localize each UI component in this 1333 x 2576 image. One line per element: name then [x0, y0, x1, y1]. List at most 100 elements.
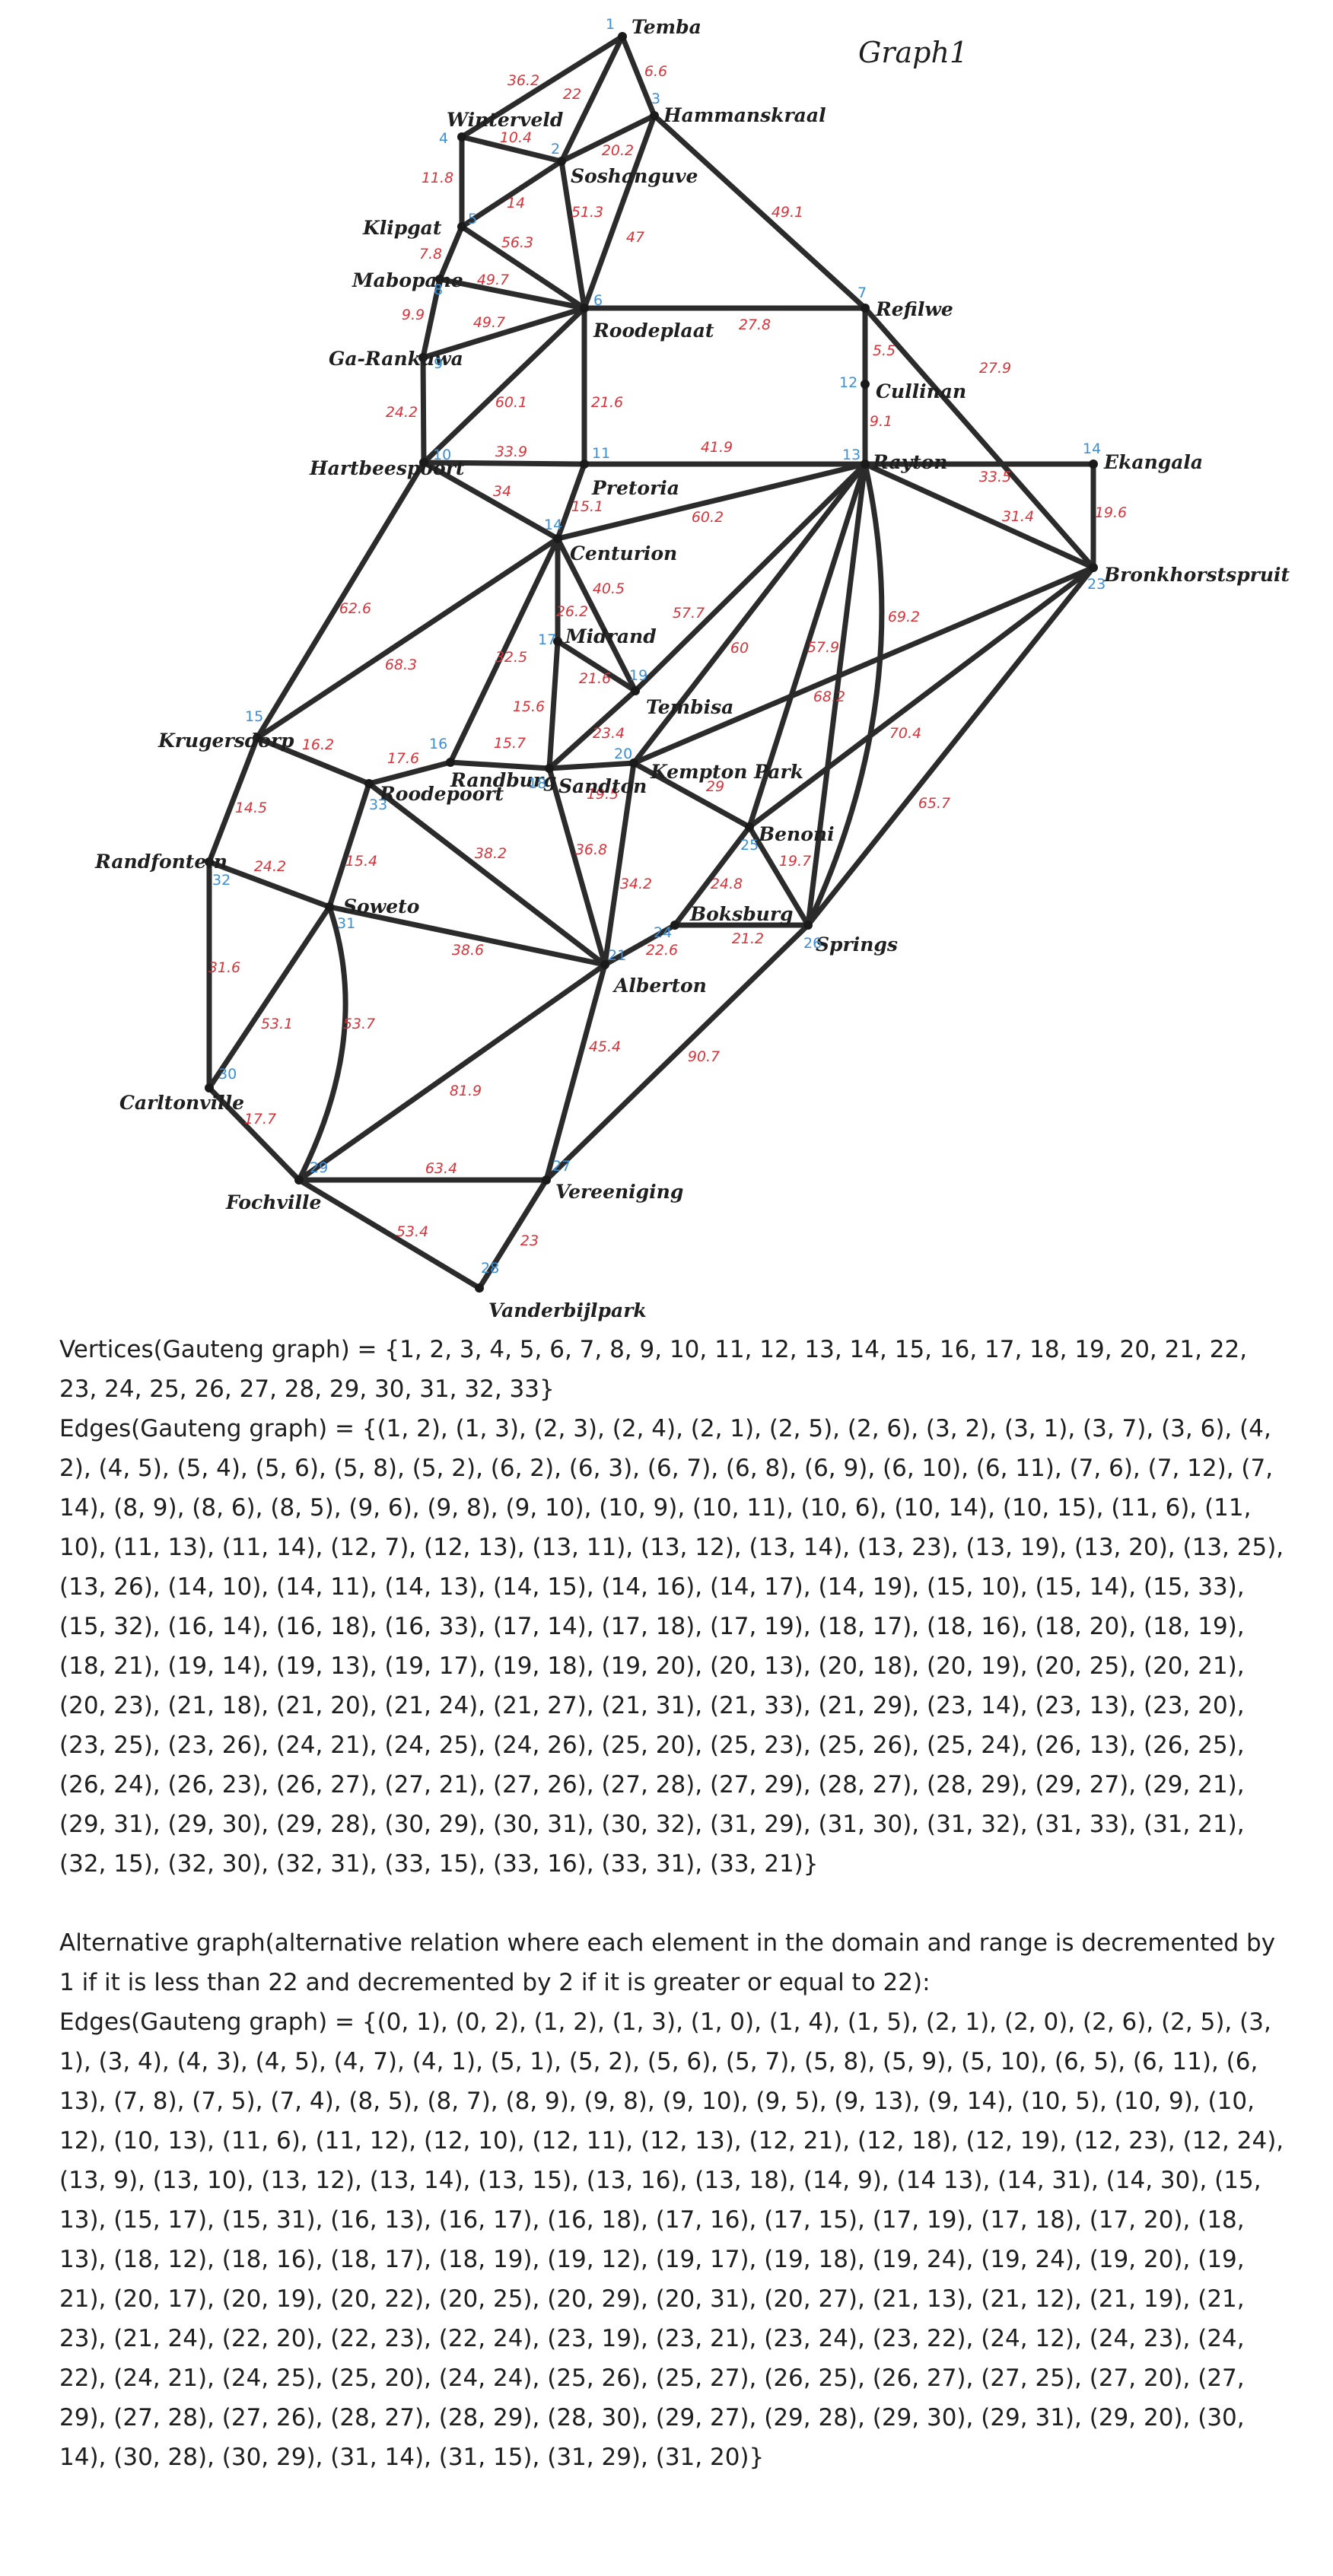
edge-benoni-springs: [746, 824, 811, 928]
vertex-dot: [650, 111, 659, 120]
vertex-dot: [861, 304, 870, 313]
vertex-name-label: Vereeniging: [555, 1181, 683, 1203]
edge-weight-label: 56.3: [501, 234, 533, 251]
edge-weight-label: 15.1: [571, 498, 603, 515]
vertex-dot: [629, 758, 638, 768]
edge-hammanskraal-roodeplaat: [581, 113, 657, 311]
vertex-id-label: 18: [528, 775, 546, 792]
vertex-name-label: Ga-Rankuwa: [329, 348, 463, 370]
edge-weight-label: 15.6: [513, 698, 545, 715]
vertex-dot: [364, 779, 374, 788]
edge-rayton-bronkhorstspruit: [862, 461, 1096, 571]
edge-temba-winterveld: [459, 33, 625, 140]
vertex-dot: [475, 1283, 484, 1293]
edge-weight-label: 45.4: [589, 1038, 621, 1055]
vertex-dot: [557, 157, 566, 166]
edge-roodepoort-randburg: [366, 759, 453, 787]
vertex-id-label: 33: [369, 797, 387, 813]
edge-weight-label: 10.4: [500, 129, 532, 146]
edge-weight-label: 57.7: [673, 605, 705, 622]
edge-weight-label: 68.3: [385, 657, 417, 673]
vertex-dot: [457, 132, 466, 142]
edge-weight-label: 51.3: [571, 204, 603, 221]
edge-roodepoort-soweto: [326, 781, 372, 910]
edge-winterveld-soshanguve: [459, 134, 565, 164]
edge-klipgat-roodeplaat: [459, 224, 587, 311]
vertex-name-label: Winterveld: [447, 109, 563, 131]
vertices-layer: Temba1Hammanskraal3Winterveld4Soshanguve…: [94, 16, 1290, 1321]
edge-weight-label: 14.5: [235, 800, 267, 816]
edge-weight-label: 62.6: [339, 600, 371, 617]
edge-weight-label: 34.2: [620, 876, 652, 892]
edge-fochville-vanderbijlpark: [296, 1177, 482, 1291]
vertex-dot: [600, 960, 609, 969]
edge-weight-label: 23.4: [593, 725, 625, 742]
edge-soshanguve-klipgat: [459, 158, 565, 230]
vertex-id-label: 9: [434, 355, 443, 372]
edge-weight-label: 31.4: [1002, 508, 1034, 525]
edge-hartbeespoort-roodeplaat: [421, 305, 587, 466]
vertex-dot: [457, 222, 466, 231]
vertex-name-label: Tembisa: [646, 696, 733, 718]
vertex-dot: [553, 534, 562, 543]
edge-weight-label: 26.2: [556, 603, 588, 620]
vertex-id-label: 14: [544, 517, 562, 533]
edge-hammanskraal-refilwe: [651, 113, 868, 311]
vertex-id-label: 12: [839, 374, 857, 391]
edge-weight-label: 70.4: [889, 725, 921, 742]
edge-weight-label: 23: [520, 1232, 539, 1249]
edge-weight-label: 9.9: [402, 307, 425, 323]
edge-rayton-springs-curved: [805, 461, 885, 928]
edge-centurion-rayton: [555, 461, 868, 542]
edge-centurion-randburg: [447, 536, 561, 765]
edge-weight-label: 6.6: [644, 63, 667, 80]
edge-sandton-alberton: [546, 765, 608, 968]
vertex-name-label: Pretoria: [591, 477, 679, 499]
edge-weight-label: 81.9: [450, 1083, 482, 1099]
vertex-name-label: Midrand: [565, 625, 657, 647]
edge-weight-label: 24.8: [711, 876, 743, 892]
vertex-name-label: Boksburg: [689, 903, 794, 925]
edge-benoni-boksburg: [672, 824, 752, 928]
vertex-dot: [861, 380, 870, 389]
vertex-id-label: 5: [468, 211, 477, 227]
edge-midrand-tembisa: [555, 638, 638, 694]
vertex-id-label: 25: [740, 837, 759, 854]
vertex-tembisa: Tembisa 19: [629, 667, 733, 718]
edge-centurion-krugersdorp: [254, 536, 561, 741]
edge-weight-label: 41.9: [701, 439, 733, 456]
vertex-name-label: Randfontein: [94, 851, 227, 873]
edge-hartbeespoort-pretoria: [421, 460, 587, 467]
vertex-dot: [670, 921, 679, 930]
edge-springs-vereeniging: [543, 922, 811, 1183]
vertex-id-label: 30: [218, 1066, 237, 1083]
vertex-dot: [1089, 563, 1098, 572]
edge-weight-label: 53.1: [261, 1016, 293, 1032]
edge-kempton-park-rayton: [631, 461, 868, 766]
edge-alberton-fochville: [296, 962, 608, 1183]
edge-vereeniging-vanderbijlpark: [476, 1177, 549, 1291]
edge-weight-label: 15.4: [345, 853, 377, 870]
alternative-graph-description: Alternative graph(alternative relation w…: [59, 1929, 1276, 1996]
vertex-id-label: 29: [310, 1159, 328, 1176]
vertex-name-label: Cullinan: [876, 380, 966, 402]
vertex-dot: [205, 1083, 214, 1092]
vertex-dot: [205, 857, 214, 867]
edge-alberton-vereeniging: [543, 962, 608, 1183]
vertex-name-label: Hartbeespoort: [309, 457, 465, 479]
vertex-id-label: 19: [629, 667, 647, 684]
vertex-name-label: Roodeplaat: [593, 320, 714, 342]
edge-temba-hammanskraal: [619, 33, 657, 119]
edge-weight-label: 9.1: [870, 413, 892, 430]
vertex-id-label: 20: [614, 746, 632, 762]
